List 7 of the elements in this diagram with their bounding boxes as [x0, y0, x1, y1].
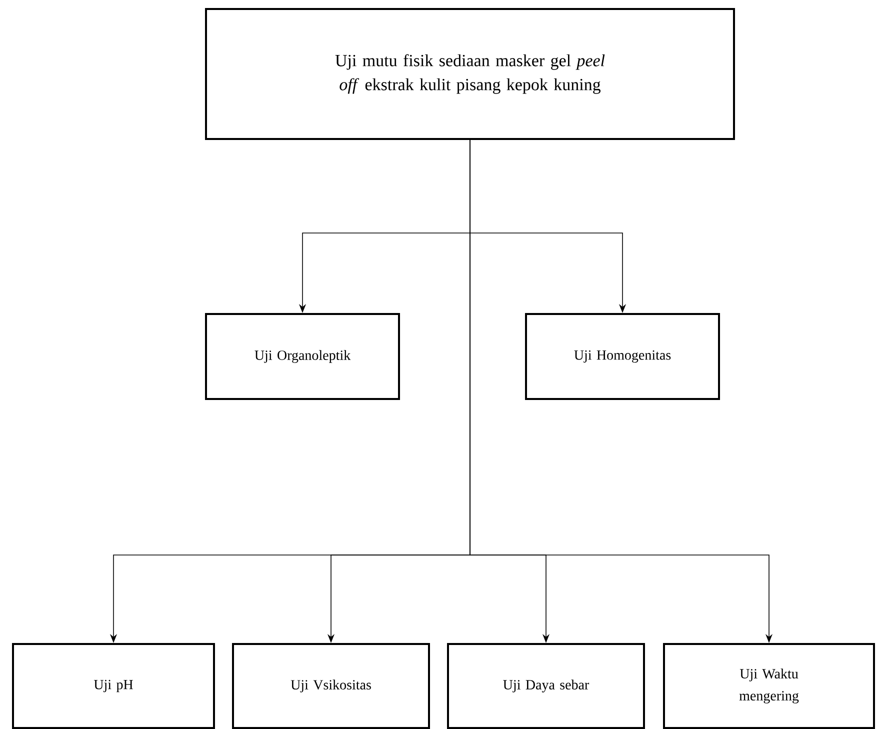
title-box: Uji mutu fisik sediaan masker gel peel off ekstrak kulit pisang kepok kuning [205, 8, 735, 140]
process-box: Uji Daya sebar [447, 643, 645, 729]
process-box: Uji Organoleptik [205, 313, 400, 400]
process-box: Uji Waktu mengering [663, 643, 875, 729]
process-box: Uji Homogenitas [525, 313, 720, 400]
process-box: Uji Vsikositas [232, 643, 430, 729]
process-box: Uji pH [12, 643, 215, 729]
